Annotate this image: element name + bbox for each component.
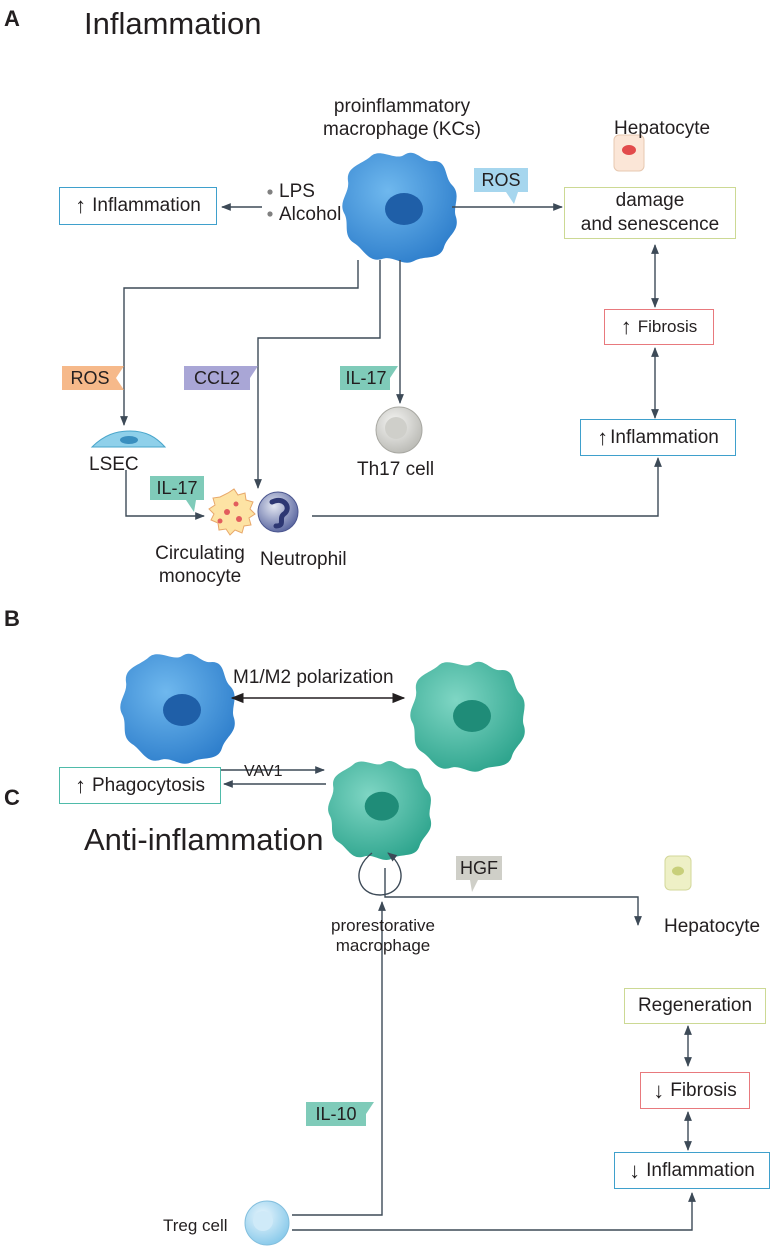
down-arrow-icon: ↓ <box>653 1077 665 1103</box>
hepatocyte-icon <box>664 855 692 891</box>
neutrophil-icon <box>257 491 299 533</box>
m1-macrophage-icon <box>342 152 457 263</box>
panel-a-letter: A <box>4 6 20 31</box>
up-arrow-icon: ↑ <box>620 314 632 340</box>
monocyte-label: Circulating monocyte <box>155 543 245 587</box>
phagocytosis-box: ↑Phagocytosis <box>59 767 221 804</box>
il10-tag-bubble <box>306 1102 374 1126</box>
hepatocyte-label-a: Hepatocyte <box>614 118 711 139</box>
ros-tag-top: ROS <box>481 169 521 190</box>
neutrophil-label: Neutrophil <box>260 549 347 570</box>
hgf-tag-bubble <box>456 856 502 892</box>
lsec-label: LSEC <box>89 454 139 475</box>
ccl2-tag: CCL2 <box>193 367 241 388</box>
m1-macrophage-icon <box>120 653 235 764</box>
ros-tag-left: ROS <box>70 367 110 388</box>
vav1-label: VAV1 <box>244 763 283 780</box>
panel-c-letter: C <box>4 785 20 810</box>
il10-tag: IL-10 <box>315 1103 357 1124</box>
up-arrow-icon: ↑ <box>597 424 609 450</box>
ros-tag-left-bubble <box>62 366 124 390</box>
il17-low-bubble <box>150 476 204 512</box>
down-arrow-icon: ↓ <box>629 1157 641 1183</box>
m2-macrophage-label: prorestorative macrophage <box>331 916 435 956</box>
polarization-label: M1/M2 polarization <box>233 667 394 688</box>
hepatocyte-icon <box>613 134 645 172</box>
up-arrow-icon: ↑ <box>74 772 86 798</box>
m2-macrophage-icon <box>410 661 525 772</box>
il17-tag-low: IL-17 <box>156 477 198 498</box>
treg-cell-icon <box>244 1200 290 1246</box>
fibrosis-box-c: ↓Fibrosis <box>640 1072 750 1109</box>
trigger-alcohol: Alcohol <box>279 204 342 225</box>
monocyte-icon <box>208 488 256 536</box>
ros-tag-top-bubble <box>474 168 528 204</box>
ccl2-tag-bubble <box>184 366 258 390</box>
panel-c-title: Anti-inflammation <box>84 822 324 857</box>
treg-label: Treg cell <box>163 1216 228 1235</box>
hepatocyte-label-c: Hepatocyte <box>664 916 761 937</box>
bullet-dot <box>267 189 273 195</box>
th17-cell-icon <box>375 406 423 454</box>
th17-label: Th17 cell <box>357 459 435 480</box>
il17-mid-bubble <box>340 366 398 390</box>
trigger-lps: LPS <box>279 181 315 202</box>
panel-a-title: Inflammation <box>84 6 262 41</box>
m1-macrophage-label: proinflammatory macrophage (KCs) <box>323 96 481 140</box>
lsec-icon <box>90 430 167 448</box>
hgf-tag: HGF <box>460 857 498 878</box>
fibrosis-box-a: ↑Fibrosis <box>604 309 714 345</box>
up-arrow-icon: ↑ <box>75 193 87 219</box>
m2-macrophage-icon <box>328 760 432 860</box>
damage-box: damage and senescence <box>564 187 736 239</box>
il17-tag-mid: IL-17 <box>345 367 387 388</box>
inflammation-box-left: ↑Inflammation <box>59 187 217 225</box>
bullet-dot <box>267 211 273 217</box>
regeneration-box: Regeneration <box>624 988 766 1024</box>
panel-b-letter: B <box>4 606 20 631</box>
inflammation-box-right: ↑Inflammation <box>580 419 736 456</box>
inflammation-box-c: ↓Inflammation <box>614 1152 770 1189</box>
